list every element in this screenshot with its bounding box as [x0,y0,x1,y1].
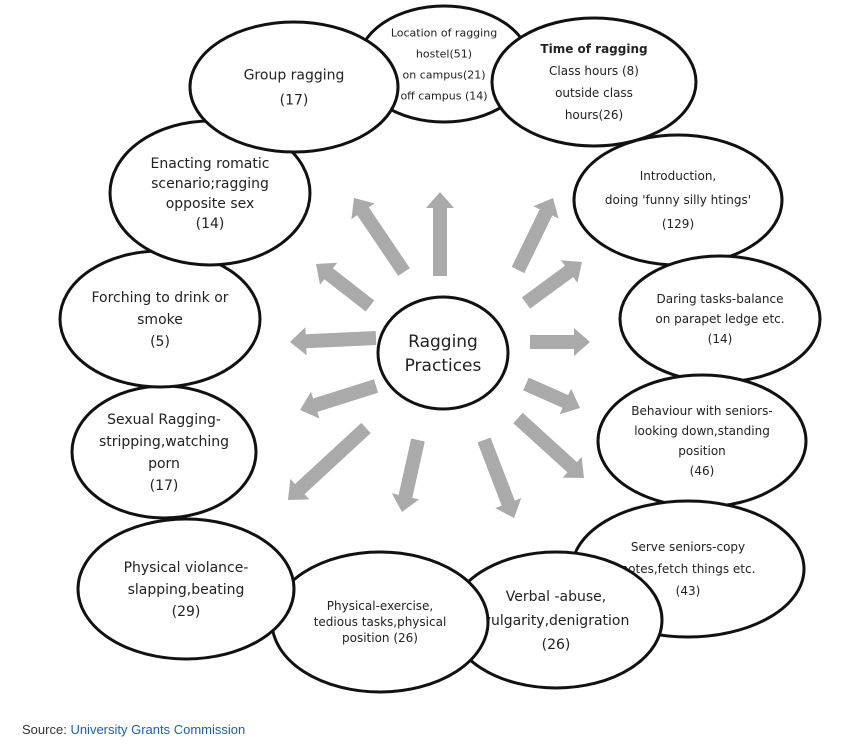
arrow-11 [288,422,371,500]
node-romantic-scenario-line-2: opposite sex [166,196,255,212]
node-physical-violence-line-0: Physical violance- [124,560,249,576]
node-verbal-abuse: Verbal -abuse, vulgarity,denigration (26) [448,550,664,690]
arrow-8 [523,377,580,415]
node-romantic-scenario: Enacting romatic scenario;ragging opposite… [108,119,312,267]
node-location-line-1: hostel(51) [416,47,472,60]
node-time-line-1: Class hours (8) [549,64,639,78]
node-behaviour-seniors-line-3: (46) [690,464,715,478]
node-introduction: Introduction, doing 'funny silly htings' (… [572,133,784,267]
source-label: Source: [22,722,67,737]
node-behaviour-seniors-ellipse [596,373,808,509]
node-group-ragging-ellipse [188,20,400,154]
node-daring-tasks-line-0: Daring tasks-balance [657,292,784,306]
ellipses-group: Location of ragging hostel(51) on campus(2… [58,4,822,694]
node-drink-smoke-line-2: (5) [150,334,170,350]
node-sexual-ragging-line-2: porn [148,456,180,472]
arrow-7 [300,379,379,419]
source-link[interactable]: University Grants Commission [70,722,246,737]
arrow-9 [513,412,584,478]
node-verbal-abuse-line-2: (26) [542,637,571,653]
node-sexual-ragging-line-3: (17) [150,478,179,494]
arrow-2 [511,198,559,274]
node-serve-seniors-line-0: Serve seniors-copy [631,540,745,554]
center-line-0: Ragging [408,332,478,352]
arrow-5 [290,327,377,356]
node-time-ellipse [490,16,698,148]
node-daring-tasks-line-2: (14) [708,332,733,346]
node-physical-violence: Physical violance-slapping,beating (29) [76,517,296,661]
node-physical-exercise-line-2: position (26) [342,631,418,645]
node-group-ragging: Group ragging (17) [188,20,400,154]
node-drink-smoke-line-0: Forching to drink or [91,290,228,306]
node-serve-seniors-line-1: notes,fetch things etc. [621,562,756,576]
node-time-line-0: Time of ragging [540,42,647,56]
node-sexual-ragging-ellipse [70,384,258,520]
node-physical-exercise-line-1: tedious tasks,physical [314,615,447,629]
node-time-line-2: outside class [555,86,633,100]
node-time-line-3: hours(26) [565,108,623,122]
node-serve-seniors-line-2: (43) [676,584,701,598]
arrow-3 [316,262,375,312]
arrows-group [288,192,590,518]
node-behaviour-seniors-line-2: position [678,444,726,458]
node-verbal-abuse-line-1: vulgarity,denigration [483,613,630,629]
node-romantic-scenario-line-1: scenario;ragging [151,176,269,192]
node-behaviour-seniors: Behaviour with seniors-looking down,stan… [596,373,808,509]
node-physical-exercise-line-0: Physical-exercise, [327,599,433,613]
arrow-6 [530,328,590,356]
node-physical-violence-ellipse [76,517,296,661]
node-group-ragging-line-0: Group ragging [244,67,345,83]
arrow-4 [521,260,582,309]
node-physical-exercise: Physical-exercise, tedious tasks,physical… [270,550,490,694]
arrow-10 [477,437,522,518]
node-daring-tasks: Daring tasks-balance on parapet ledge etc… [618,254,822,384]
center-ellipse [376,295,510,411]
node-romantic-scenario-line-3: (14) [196,216,225,232]
node-verbal-abuse-line-0: Verbal -abuse, [506,589,606,605]
node-drink-smoke: Forching to drink or smoke (5) [58,249,262,389]
node-introduction-line-1: doing 'funny silly htings' [605,193,751,207]
node-behaviour-seniors-line-0: Behaviour with seniors- [631,404,772,418]
node-sexual-ragging-line-1: stripping,watching [99,434,229,450]
node-sexual-ragging: Sexual Ragging-stripping,watching porn (17… [70,384,258,520]
source-line: Source: University Grants Commission [22,722,245,737]
arrow-0 [426,192,454,276]
arrow-1 [351,198,410,276]
node-drink-smoke-line-1: smoke [137,312,183,328]
node-daring-tasks-line-1: on parapet ledge etc. [655,312,784,326]
arrow-12 [391,438,425,512]
node-introduction-line-0: Introduction, [640,169,716,183]
node-behaviour-seniors-line-1: looking down,standing [634,424,770,438]
node-group-ragging-line-1: (17) [280,92,309,108]
node-introduction-line-2: (129) [662,217,694,231]
node-location-line-3: off campus (14) [400,89,487,102]
ragging-practices-diagram: Location of ragging hostel(51) on campus(2… [58,4,822,694]
node-physical-violence-line-2: (29) [172,604,201,620]
node-location-line-0: Location of ragging [391,26,497,39]
node-location-line-2: on campus(21) [403,68,486,81]
node-physical-violence-line-1: slapping,beating [128,582,245,598]
node-romantic-scenario-line-0: Enacting romatic [151,156,270,172]
center-line-1: Practices [405,356,482,376]
node-sexual-ragging-line-0: Sexual Ragging- [107,412,221,428]
